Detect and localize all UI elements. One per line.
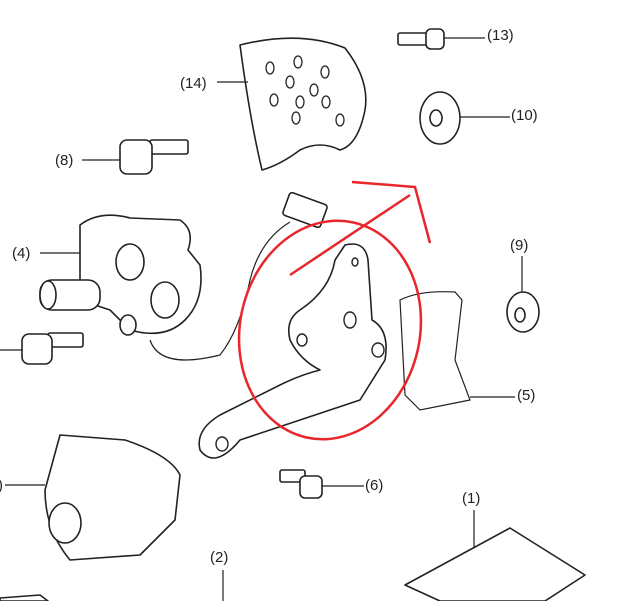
label-1: (1)	[462, 490, 480, 507]
connector	[282, 191, 328, 229]
label-9: (9)	[510, 237, 528, 254]
part-5-spring	[399, 291, 515, 411]
part-14-plate	[217, 37, 367, 171]
label-2: (2)	[210, 549, 228, 566]
housing	[0, 434, 181, 601]
label-14: (14)	[180, 75, 207, 92]
highlight-circle	[237, 219, 423, 441]
arrow-head	[351, 180, 432, 244]
part-10-bushing	[419, 91, 510, 145]
bolt-left	[0, 332, 84, 365]
arrow-shaft	[289, 193, 411, 277]
label-13: (13)	[487, 27, 514, 44]
part-8-bolt	[82, 139, 189, 175]
part-13-bolt	[397, 28, 485, 50]
label-10: (10)	[511, 107, 538, 124]
label-8: (8)	[55, 152, 73, 169]
part-4-sensor	[39, 214, 291, 361]
label-partial-left: )	[0, 477, 3, 494]
label-6: (6)	[365, 477, 383, 494]
label-4: (4)	[12, 245, 30, 262]
part-6-screw	[279, 469, 364, 499]
bracket	[198, 243, 387, 459]
part-1-sheet	[404, 510, 586, 601]
label-5: (5)	[517, 387, 535, 404]
part-9-bushing	[506, 256, 540, 333]
red-annotation	[237, 180, 432, 441]
